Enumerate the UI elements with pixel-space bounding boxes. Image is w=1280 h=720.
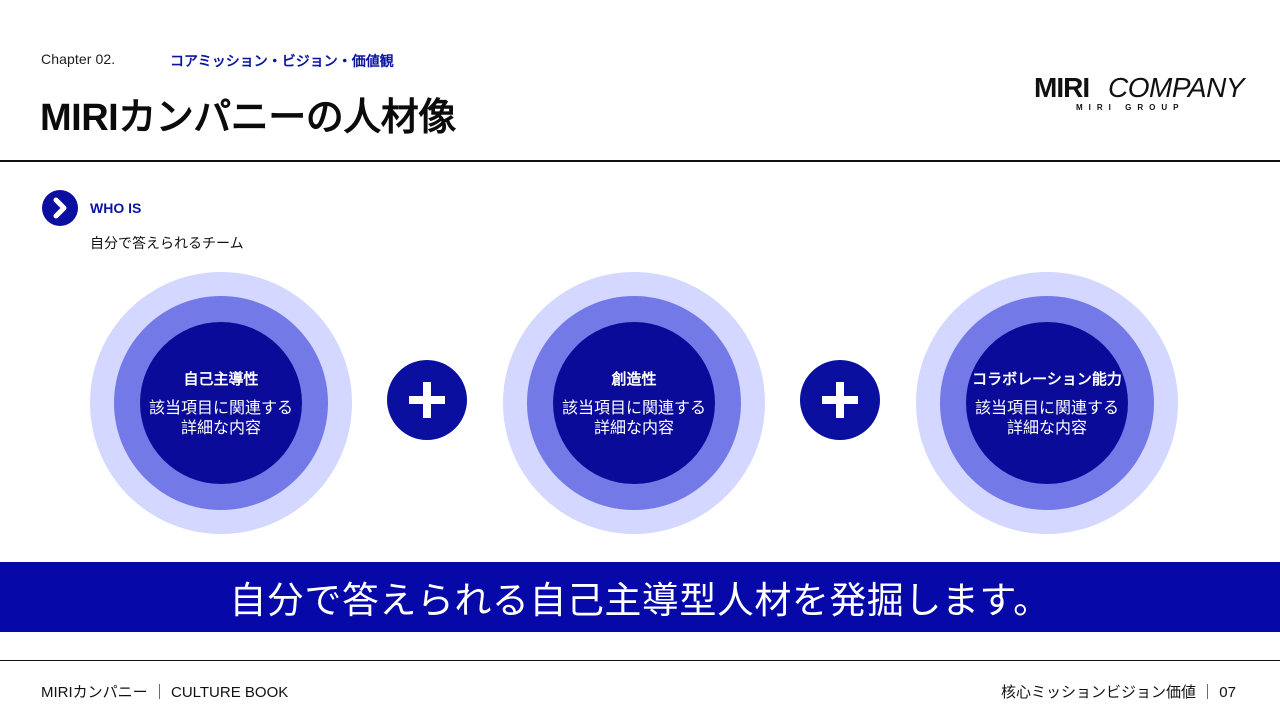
section-description: 自分で答えられるチーム	[90, 235, 244, 251]
trait-description-line2: 詳細な内容	[180, 419, 261, 437]
footer-divider	[0, 660, 1280, 661]
trait-title: コラボレーション能力	[972, 370, 1122, 388]
logo-group: MIRI GROUP	[1076, 103, 1185, 112]
trait-circle-core: コラボレーション能力 該当項目に関連する 詳細な内容	[966, 322, 1128, 484]
trait-description-line1: 該当項目に関連する	[148, 399, 293, 417]
banner-text: 自分で答えられる自己主導型人材を発掘します。	[229, 580, 1051, 621]
chevron-right-icon	[42, 190, 78, 226]
trait-description-line2: 詳細な内容	[593, 419, 674, 437]
chapter-subtitle: コアミッション・ビジョン・価値観	[170, 53, 394, 69]
trait-title: 自己主導性	[183, 370, 259, 388]
header-divider	[0, 160, 1280, 162]
section-label: WHO IS	[90, 200, 142, 216]
logo-name: COMPANY	[1108, 72, 1245, 103]
chapter-number: Chapter 02.	[41, 51, 116, 67]
footer-page-info: 核心ミッションビジョン価値 ｜ 07	[1000, 684, 1236, 701]
plus-icon	[387, 360, 467, 440]
trait-description-line2: 詳細な内容	[1006, 419, 1087, 437]
trait-description-line1: 該当項目に関連する	[561, 399, 706, 417]
company-logo: MIRI COMPANY MIRI GROUP	[1034, 66, 1245, 116]
page-title: MIRIカンパニーの人材像	[40, 97, 456, 139]
trait-circle-core: 自己主導性 該当項目に関連する 詳細な内容	[140, 322, 302, 484]
trait-description-line1: 該当項目に関連する	[974, 399, 1119, 417]
trait-title: 創造性	[611, 370, 657, 388]
footer-book-title: MIRIカンパニー ｜ CULTURE BOOK	[41, 684, 289, 701]
logo-mark: MIRI	[1034, 72, 1090, 103]
summary-banner: 自分で答えられる自己主導型人材を発掘します。	[0, 562, 1280, 632]
trait-circle-core: 創造性 該当項目に関連する 詳細な内容	[553, 322, 715, 484]
plus-icon	[800, 360, 880, 440]
